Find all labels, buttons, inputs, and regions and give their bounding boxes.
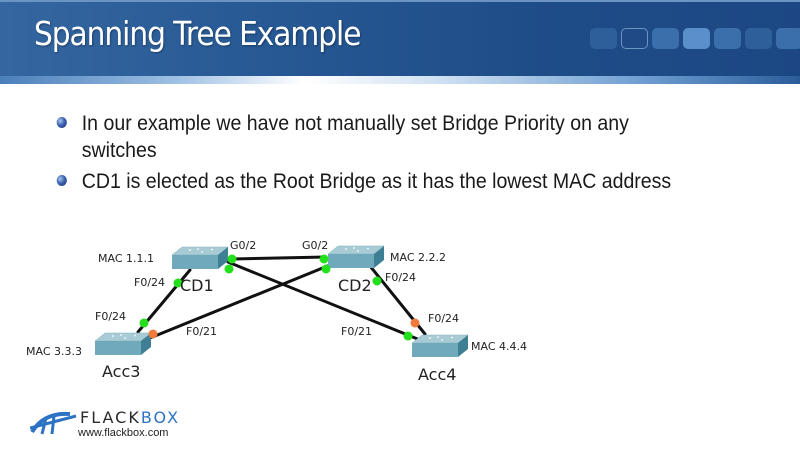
port-label-acc4-f021: F0/21 xyxy=(341,325,372,338)
bullet-text: In our example we have not manually set … xyxy=(81,112,629,162)
port-label-acc3-f021: F0/21 xyxy=(186,325,217,338)
link-cd1-cd2 xyxy=(230,255,328,261)
port-dot-cd2-f024 xyxy=(372,276,382,286)
port-label-cd1-f024: F0/24 xyxy=(134,276,165,289)
link-cd1-acc4 xyxy=(226,260,422,342)
mac-label-acc3: MAC 3.3.3 xyxy=(26,345,82,358)
port-dot-cd2-f021 xyxy=(321,264,331,274)
port-dot-acc3-f021 xyxy=(148,329,158,339)
banner-glow xyxy=(0,76,800,84)
port-dot-cd1-g02 xyxy=(227,254,237,264)
bullet-dot-icon xyxy=(56,175,67,186)
switch-acc4-icon[interactable] xyxy=(411,334,469,358)
nav-tile xyxy=(652,28,679,49)
port-dot-acc4-f021 xyxy=(403,331,413,341)
port-dots xyxy=(139,254,420,341)
nav-tile xyxy=(745,28,772,49)
banner-top-line xyxy=(0,0,800,2)
port-dot-acc4-f024 xyxy=(410,318,420,328)
port-dot-cd1-f021 xyxy=(224,264,234,274)
bridge-logo-icon xyxy=(30,411,77,435)
title-banner: Spanning Tree Example xyxy=(0,0,800,84)
slide-title: Spanning Tree Example xyxy=(34,14,361,53)
switch-name-cd2: CD2 xyxy=(338,276,372,295)
port-label-acc4-f024: F0/24 xyxy=(428,312,459,325)
link-cd2-acc3 xyxy=(148,263,332,340)
switch-name-cd1: CD1 xyxy=(180,276,214,295)
port-label-cd2-g02: G0/2 xyxy=(302,239,328,252)
brand-prefix: FLACK xyxy=(80,408,141,427)
bullet-text: CD1 is elected as the Root Bridge as it … xyxy=(81,170,672,193)
port-label-acc3-f024: F0/24 xyxy=(95,310,126,323)
bullet-item: In our example we have not manually set … xyxy=(52,110,703,164)
nav-tile xyxy=(590,28,617,49)
switch-acc3-icon[interactable] xyxy=(94,332,152,356)
mac-label-acc4: MAC 4.4.4 xyxy=(471,340,527,353)
mac-label-cd2: MAC 2.2.2 xyxy=(390,251,446,264)
brand-name: FLACKBOX xyxy=(80,408,180,427)
port-label-cd2-f024: F0/24 xyxy=(385,271,416,284)
bullet-dot-icon xyxy=(56,117,67,128)
nav-tile-highlighted xyxy=(683,28,710,49)
port-dot-cd1-f024 xyxy=(173,278,183,288)
nav-tiles xyxy=(590,28,800,49)
port-dot-cd2-g02 xyxy=(319,254,329,264)
bullet-item: CD1 is elected as the Root Bridge as it … xyxy=(52,168,703,195)
nav-tile-outlined xyxy=(621,28,648,49)
brand-suffix: BOX xyxy=(140,408,181,427)
links xyxy=(136,255,427,342)
brand-url: www.flackbox.com xyxy=(78,427,169,439)
nav-tile xyxy=(714,28,741,49)
switch-name-acc4: Acc4 xyxy=(418,365,456,384)
port-dot-acc3-f024 xyxy=(139,318,149,328)
switch-cd1-icon[interactable] xyxy=(171,246,229,270)
nav-tile xyxy=(776,28,800,49)
switch-name-acc3: Acc3 xyxy=(102,362,140,381)
mac-label-cd1: MAC 1.1.1 xyxy=(98,252,154,265)
bullet-list: In our example we have not manually set … xyxy=(52,110,752,199)
port-label-cd1-g02: G0/2 xyxy=(230,239,256,252)
switch-cd2-icon[interactable] xyxy=(327,245,385,269)
